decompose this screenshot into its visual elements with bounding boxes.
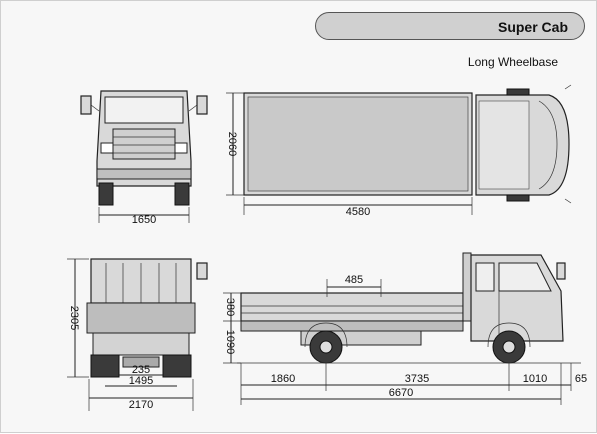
- dim-wheelbase: 3735: [405, 373, 429, 385]
- dim-overall-length: 6670: [389, 387, 413, 399]
- dim-front-track: 1650: [132, 214, 156, 226]
- dim-rear-track-inner: 235: [132, 364, 150, 376]
- dim-deck-offset: 485: [345, 274, 363, 286]
- dim-rear-track: 1495: [129, 375, 153, 387]
- page-subtitle: Long Wheelbase: [467, 55, 558, 69]
- dim-cargo-width: 2060: [226, 132, 238, 156]
- plan-view: [226, 84, 572, 215]
- dim-front-overhang: 1010: [523, 373, 547, 385]
- dim-rear-overhang: 1860: [271, 373, 295, 385]
- title-badge: Super Cab: [315, 12, 585, 40]
- side-view: [223, 252, 581, 405]
- dim-overall-width: 2170: [129, 399, 153, 411]
- rear-view: [67, 258, 208, 411]
- dim-floor-height: 1090: [224, 330, 236, 354]
- dim-rear-height: 2305: [68, 306, 80, 330]
- page-title: Super Cab: [497, 19, 568, 35]
- dim-side-wall-height: 380: [224, 298, 236, 316]
- dim-ground-clearance: 65: [575, 373, 587, 385]
- dim-cargo-length: 4580: [346, 206, 370, 218]
- front-view: [80, 90, 208, 223]
